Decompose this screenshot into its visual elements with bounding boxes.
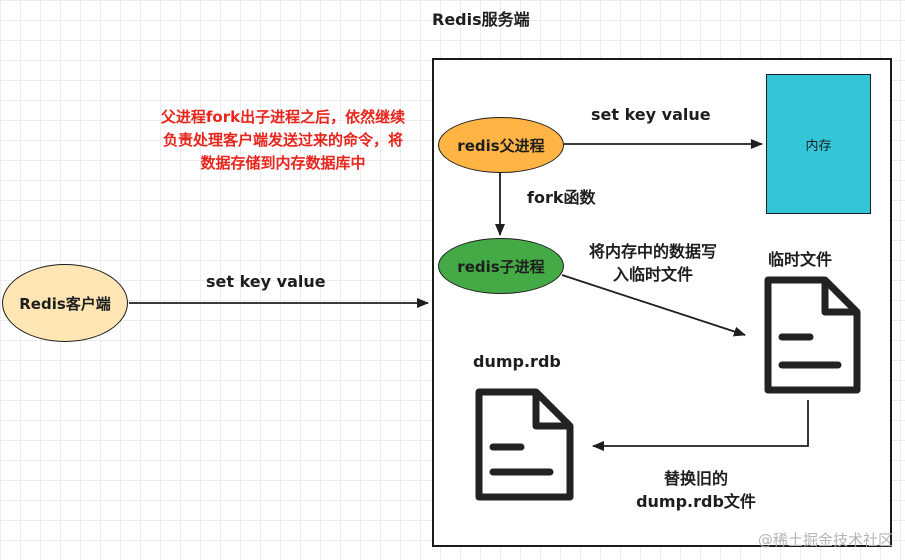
- temp-file-document-icon: [764, 276, 861, 394]
- redis-parent-process-label: redis父进程: [457, 136, 545, 155]
- redis-child-process-node: redis子进程: [438, 238, 564, 294]
- memory-node: 内存: [766, 74, 871, 214]
- temp-file-label: 临时文件: [768, 250, 833, 269]
- server-title: Redis服务端: [432, 10, 530, 29]
- annotation-note: 父进程fork出子进程之后，依然继续负责处理客户端发送过来的命令，将数据存储到内…: [160, 108, 406, 172]
- dump-file-document-icon: [475, 388, 574, 501]
- redis-parent-process-node: redis父进程: [438, 117, 564, 173]
- parent-to-memory-label: set key value: [591, 105, 711, 124]
- replace-arrow: [592, 400, 809, 451]
- replace-label: 替换旧的dump.rdb文件: [636, 469, 756, 511]
- watermark: @稀土掘金技术社区: [757, 531, 893, 549]
- child-to-tempfile-label: 将内存中的数据写入临时文件: [588, 242, 717, 284]
- fork-label: fork函数: [527, 188, 596, 207]
- child-to-tempfile-arrow: [561, 274, 746, 337]
- redis-child-process-label: redis子进程: [457, 257, 545, 276]
- memory-label: 内存: [805, 138, 832, 154]
- dump-file-label: dump.rdb: [473, 352, 561, 371]
- redis-client-node: Redis客户端: [2, 264, 128, 342]
- client-to-server-label: set key value: [206, 272, 326, 291]
- redis-client-label: Redis客户端: [19, 294, 111, 313]
